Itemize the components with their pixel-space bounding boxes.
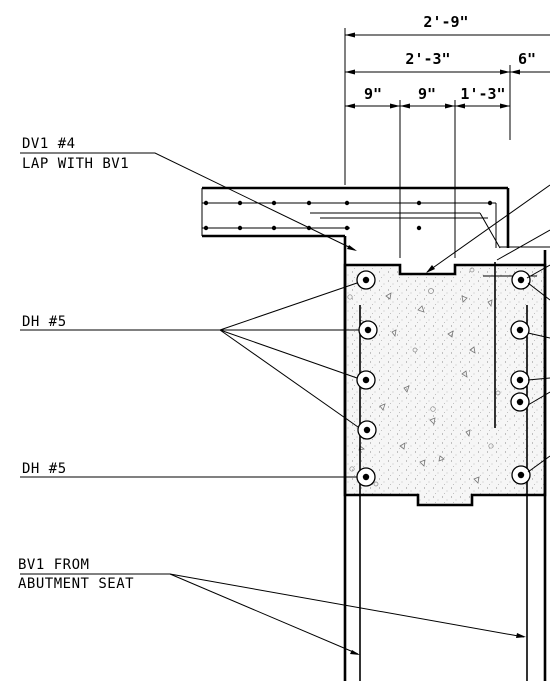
label-bv1-line1: BV1 FROM — [18, 557, 89, 573]
arrow-seg2-right — [445, 103, 455, 109]
dh-bars — [356, 270, 531, 487]
dh-bar-left-2 — [358, 320, 378, 340]
leader-dv1-arrow — [347, 245, 357, 251]
arrow-left-second — [345, 69, 355, 75]
leader-dv1 — [20, 152, 356, 251]
dim-left-span-text: 2'-3" — [405, 50, 450, 68]
label-dv1-line1: DV1 #4 — [22, 136, 76, 152]
dh-bar-right-1 — [511, 270, 531, 290]
label-dh-upper: DH #5 — [22, 314, 67, 330]
leader-right-4 — [526, 264, 550, 279]
dh-bar-left-3 — [356, 370, 376, 390]
leader-dh-to-3 — [219, 329, 358, 379]
arrow-seg2-left — [400, 103, 410, 109]
arrow-seg1-right — [390, 103, 400, 109]
slab-top-dot — [344, 200, 350, 206]
leader-right-keyway — [426, 184, 550, 273]
arrow-seg3-left — [455, 103, 465, 109]
lap-bar-a-bend — [479, 212, 501, 249]
leader-right-9 — [527, 455, 550, 473]
arrow-seg1-left — [345, 103, 355, 109]
dh-bar-right-2 — [510, 320, 530, 340]
leader-right-keyway-arrow — [426, 265, 435, 273]
slab-top-dot — [487, 200, 493, 206]
slab-bottom-dot — [237, 225, 243, 231]
slab-top-dot — [416, 200, 422, 206]
slab-top-dot — [237, 200, 243, 206]
arrow-seg3-right — [500, 103, 510, 109]
deck-slab — [201, 186, 510, 249]
arrow-right-start — [510, 69, 520, 75]
leader-right-7 — [527, 377, 550, 381]
dh-bar-right-4 — [510, 392, 530, 412]
slab-bottom-dot — [416, 225, 422, 231]
label-bv1-line2: ABUTMENT SEAT — [18, 576, 134, 592]
dim-seg3-text: 1'-3" — [460, 85, 505, 103]
aggregate-marks — [358, 292, 493, 484]
slab-bottom-dot — [203, 225, 209, 231]
leader-right-6 — [527, 332, 550, 339]
leader-right-5 — [527, 282, 550, 301]
callout-labels: DV1 #4 LAP WITH BV1 DH #5 DH #5 BV1 FROM… — [18, 136, 134, 592]
leader-right-2 — [496, 229, 550, 261]
dh-bar-left-4 — [357, 420, 377, 440]
slab-bottom-dot — [271, 225, 277, 231]
slab-top-dot — [203, 200, 209, 206]
leader-right-8 — [527, 391, 550, 406]
dim-right-span-text: 6" — [518, 50, 536, 68]
slab-top-dot — [306, 200, 312, 206]
leader-bv1-left — [169, 573, 359, 655]
leader-bv1-right-arrow — [516, 633, 526, 638]
label-dv1-line2: LAP WITH BV1 — [22, 156, 129, 172]
slab-bottom-dot — [344, 225, 350, 231]
dimension-strings: 2'-9" 2'-3" 6" 9" 9" 1'-3" — [344, 13, 550, 258]
dh-bar-left-1 — [356, 270, 376, 290]
abutment-wall — [343, 236, 547, 681]
dh-bar-right-5 — [511, 465, 531, 485]
dh-bar-left-5 — [356, 467, 376, 487]
arrow-span-end — [500, 69, 510, 75]
label-dh-lower: DH #5 — [22, 461, 67, 477]
dim-seg2-text: 9" — [418, 85, 436, 103]
leader-dh-to-4 — [219, 329, 359, 428]
aggregate-circles — [347, 267, 501, 487]
dim-overall-text: 2'-9" — [423, 13, 468, 31]
slab-top-dot — [271, 200, 277, 206]
leader-lines — [20, 152, 550, 655]
leader-dh-to-1 — [219, 282, 358, 331]
arrow-left-overall — [345, 32, 355, 38]
dh-bar-right-3 — [510, 370, 530, 390]
dim-seg1-text: 9" — [364, 85, 382, 103]
leader-bv1-left-arrow — [350, 650, 360, 655]
